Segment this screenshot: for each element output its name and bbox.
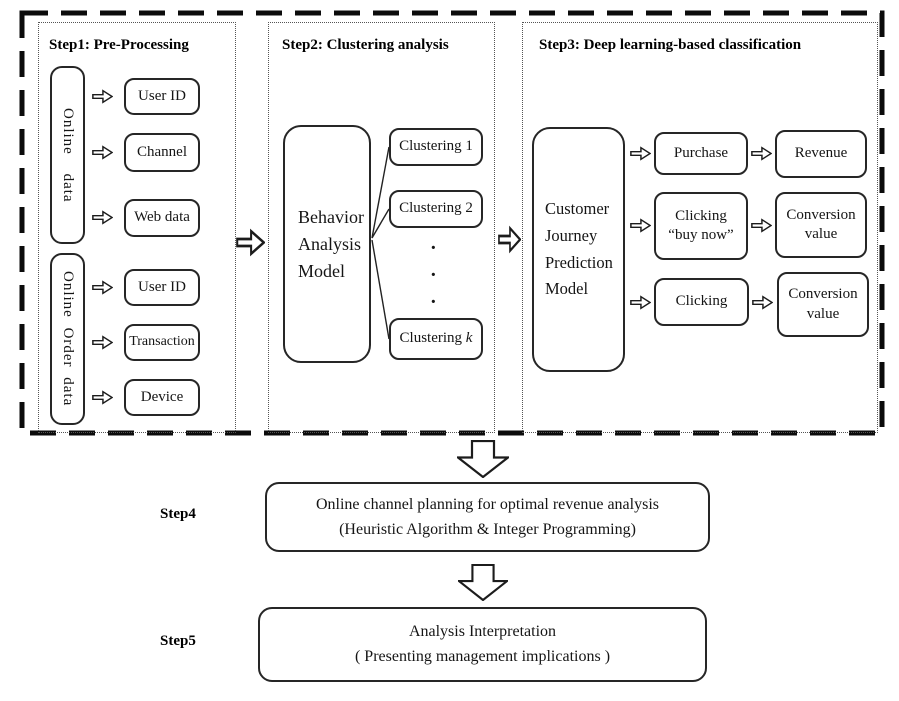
- arrow-right-icon: [752, 295, 773, 310]
- online-order-data-label: Online Order data: [60, 271, 77, 407]
- purchase-box: Purchase: [654, 132, 748, 175]
- step4-label: Step4: [160, 506, 196, 522]
- device-box: Device: [124, 379, 200, 416]
- arrow-down-icon: [457, 440, 509, 478]
- arrow-right-icon: [751, 218, 772, 233]
- arrow-right-icon: [92, 335, 113, 350]
- arrow-right-icon: [630, 218, 651, 233]
- step2-title: Step2: Clustering analysis: [282, 37, 449, 53]
- arrow-right-icon: [92, 89, 113, 104]
- arrow-right-icon: [751, 146, 772, 161]
- step4-line1: Online channel planning for optimal reve…: [315, 495, 659, 513]
- web-data-box: Web data: [124, 199, 200, 237]
- arrow-right-icon: [92, 210, 113, 225]
- arrow-down-icon: [458, 564, 508, 601]
- step1-title: Step1: Pre-Processing: [49, 37, 189, 53]
- online-data-box: Online data: [50, 66, 85, 244]
- step5-label: Step5: [160, 633, 196, 649]
- transaction-box: Transaction: [124, 324, 200, 361]
- outer-dashed-frame: [19, 10, 885, 436]
- arrow-right-icon: [92, 390, 113, 405]
- arrow-right-icon: [92, 145, 113, 160]
- arrow-right-icon: [630, 295, 651, 310]
- step5-line1: Analysis Interpretation: [408, 623, 557, 640]
- conversion-value-box-1: Conversion value: [775, 192, 867, 258]
- online-data-label: Online data: [60, 107, 77, 203]
- arrow-right-icon: [498, 225, 521, 254]
- clustering-1-box: Clustering 1: [389, 128, 483, 166]
- customer-journey-prediction-model-label: Customer Journey Prediction Model: [545, 199, 613, 299]
- step4-box: Online channel planning for optimal reve…: [265, 482, 710, 552]
- clustering-2-box: Clustering 2: [389, 190, 483, 228]
- step4-line2: (Heuristic Algorithm & Integer Programmi…: [339, 520, 636, 538]
- user-id-box-1: User ID: [124, 78, 200, 115]
- revenue-box: Revenue: [775, 130, 867, 178]
- arrow-right-icon: [630, 146, 651, 161]
- clicking-box: Clicking: [654, 278, 749, 326]
- step3-title: Step3: Deep learning-based classificatio…: [539, 37, 802, 53]
- step5-line2: ( Presenting management implications ): [354, 648, 611, 665]
- user-id-box-2: User ID: [124, 269, 200, 306]
- panel-step1: Step1: Pre-Processing: [38, 22, 236, 433]
- panel-step2: Step2: Clustering analysis: [268, 22, 495, 433]
- behavior-analysis-model-box: Behavior Analysis Model: [283, 125, 371, 363]
- arrow-right-icon: [92, 280, 113, 295]
- clustering-k-box: Clustering k: [389, 318, 483, 360]
- panel-step3: Step3: Deep learning-based classificatio…: [522, 22, 878, 433]
- arrow-right-icon: [236, 228, 265, 257]
- behavior-analysis-model-label: Behavior Analysis Model: [298, 206, 364, 281]
- vertical-ellipsis: · · ·: [430, 237, 437, 313]
- conversion-value-box-2: Conversion value: [777, 272, 869, 337]
- customer-journey-prediction-model-box: Customer Journey Prediction Model: [532, 127, 625, 372]
- channel-box: Channel: [124, 133, 200, 172]
- clicking-buy-now-box: Clicking “buy now”: [654, 192, 748, 260]
- step5-box: Analysis Interpretation ( Presenting man…: [258, 607, 707, 682]
- online-order-data-box: Online Order data: [50, 253, 85, 425]
